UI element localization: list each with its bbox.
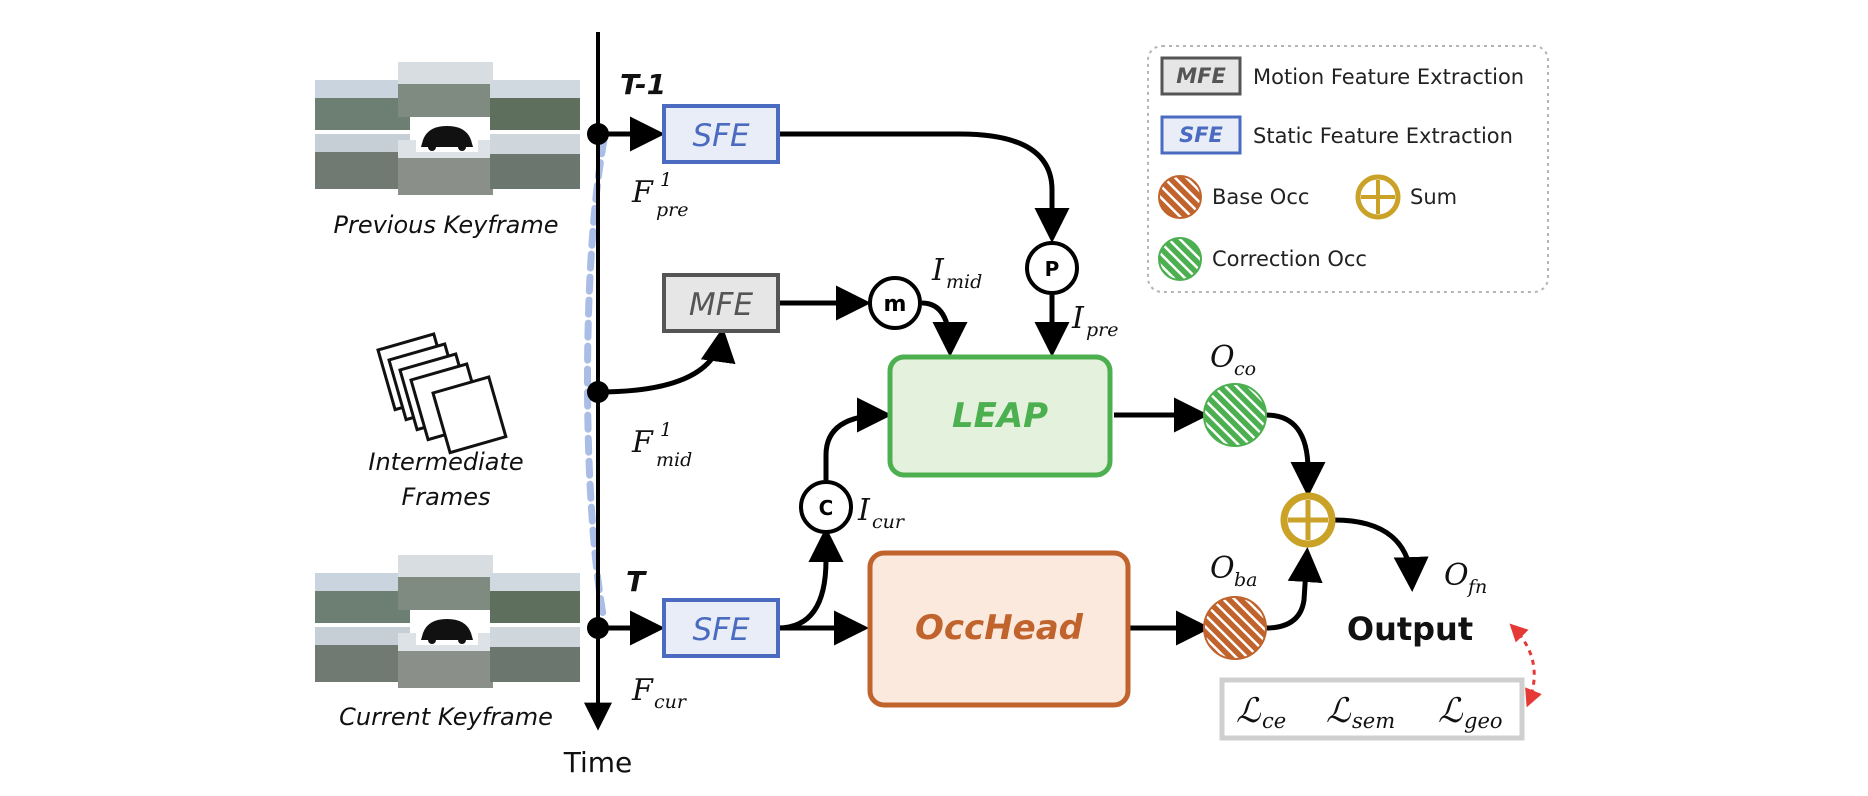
- sum-node: [1280, 492, 1336, 548]
- legend-frame: [1147, 45, 1549, 293]
- intermediate-frames-label-1: Intermediate: [368, 448, 523, 476]
- legend: MFE Motion Feature Extraction SFE Static…: [1147, 45, 1549, 293]
- loss-geo: ℒ geo: [1438, 691, 1503, 733]
- time-label: Time: [563, 746, 633, 779]
- svg-text:cur: cur: [654, 691, 688, 713]
- sfe-bottom-module: [662, 598, 780, 658]
- svg-text:co: co: [1234, 358, 1256, 380]
- svg-text:ℒ: ℒ: [1438, 691, 1464, 731]
- current-keyframe-images: [315, 555, 580, 688]
- mfe-label: MFE: [689, 287, 754, 323]
- svg-text:mid: mid: [656, 449, 692, 471]
- svg-text:O: O: [1210, 551, 1235, 586]
- connections: [597, 116, 1429, 646]
- intermediate-frames-label-2: Frames: [401, 483, 490, 511]
- temporal-dashed-path: [584, 136, 608, 624]
- leap-module: [887, 354, 1113, 478]
- correction-occ-node: [1203, 383, 1267, 447]
- motion-op-node: [868, 276, 922, 330]
- svg-text:mid: mid: [946, 271, 982, 293]
- f-cur-label: F cur: [631, 673, 688, 713]
- legend-correction-occ-text: Correction Occ: [1212, 247, 1367, 271]
- f-mid-label: F 1 mid: [631, 419, 692, 471]
- legend-base-occ-icon: [1158, 175, 1202, 219]
- svg-text:1: 1: [660, 419, 672, 441]
- output-label: Output: [1347, 610, 1473, 648]
- svg-text:fn: fn: [1466, 576, 1487, 598]
- svg-text:sem: sem: [1352, 709, 1395, 733]
- previous-keyframe-label: Previous Keyframe: [333, 211, 558, 239]
- t-minus-1-label: T-1: [620, 68, 666, 101]
- mfe-module: [662, 273, 780, 333]
- svg-text:I: I: [857, 493, 871, 528]
- sfe-bottom-label: SFE: [692, 612, 750, 648]
- motion-op-label: m: [884, 292, 907, 317]
- legend-sum-text: Sum: [1410, 185, 1457, 209]
- svg-text:I: I: [1071, 301, 1085, 336]
- svg-text:1: 1: [660, 169, 672, 191]
- svg-text:ℒ: ℒ: [1326, 691, 1352, 731]
- legend-correction-occ-icon: [1158, 237, 1202, 281]
- i-mid-label: I mid: [931, 253, 982, 293]
- svg-text:ℒ: ℒ: [1236, 691, 1262, 731]
- svg-text:I: I: [931, 253, 945, 288]
- loss-sem: ℒ sem: [1326, 691, 1395, 733]
- svg-text:cur: cur: [872, 511, 906, 533]
- o-ba-label: O ba: [1210, 551, 1258, 591]
- o-co-label: O co: [1210, 340, 1256, 380]
- sfe-top-module: [662, 104, 780, 164]
- svg-text:ce: ce: [1262, 709, 1286, 733]
- f-pre-label: F 1 pre: [631, 169, 689, 221]
- svg-text:ba: ba: [1234, 569, 1258, 591]
- loss-supervision-arrow: [1509, 623, 1542, 708]
- svg-text:F: F: [631, 425, 654, 460]
- concat-op-label: C: [819, 496, 834, 520]
- sfe-top-label: SFE: [692, 118, 750, 154]
- project-op-node: [1025, 241, 1079, 295]
- concat-op-node: [799, 480, 853, 534]
- o-fn-label: O fn: [1444, 558, 1487, 598]
- legend-mfe-swatch: [1160, 56, 1242, 96]
- legend-sfe-text: Static Feature Extraction: [1253, 124, 1513, 148]
- project-op-label: P: [1045, 257, 1060, 281]
- svg-text:O: O: [1210, 340, 1235, 375]
- i-cur-label: I cur: [857, 493, 906, 533]
- previous-keyframe-images: [315, 62, 580, 195]
- legend-base-occ-text: Base Occ: [1212, 185, 1309, 209]
- svg-text:pre: pre: [656, 199, 689, 221]
- t-label: T: [626, 565, 647, 598]
- legend-sfe-swatch: [1160, 115, 1242, 155]
- svg-text:pre: pre: [1086, 319, 1119, 341]
- svg-text:F: F: [631, 673, 654, 708]
- svg-text:O: O: [1444, 558, 1469, 593]
- loss-ce: ℒ ce: [1236, 691, 1286, 733]
- legend-sum-icon: [1355, 174, 1401, 220]
- car-icon: [421, 126, 473, 147]
- svg-text:F: F: [631, 175, 654, 210]
- legend-mfe-tag: MFE: [1176, 64, 1226, 88]
- occhead-label: OccHead: [915, 608, 1084, 648]
- legend-sfe-tag: SFE: [1179, 123, 1223, 147]
- legend-mfe-text: Motion Feature Extraction: [1253, 65, 1524, 89]
- intermediate-frames-icon: [376, 332, 508, 455]
- leap-label: LEAP: [952, 396, 1048, 436]
- car-icon: [421, 619, 473, 640]
- loss-box: [1219, 677, 1525, 741]
- i-pre-label: I pre: [1071, 301, 1119, 341]
- svg-text:geo: geo: [1464, 709, 1503, 733]
- occhead-module: [867, 550, 1131, 708]
- base-occ-node: [1203, 596, 1267, 660]
- current-keyframe-label: Current Keyframe: [339, 703, 553, 731]
